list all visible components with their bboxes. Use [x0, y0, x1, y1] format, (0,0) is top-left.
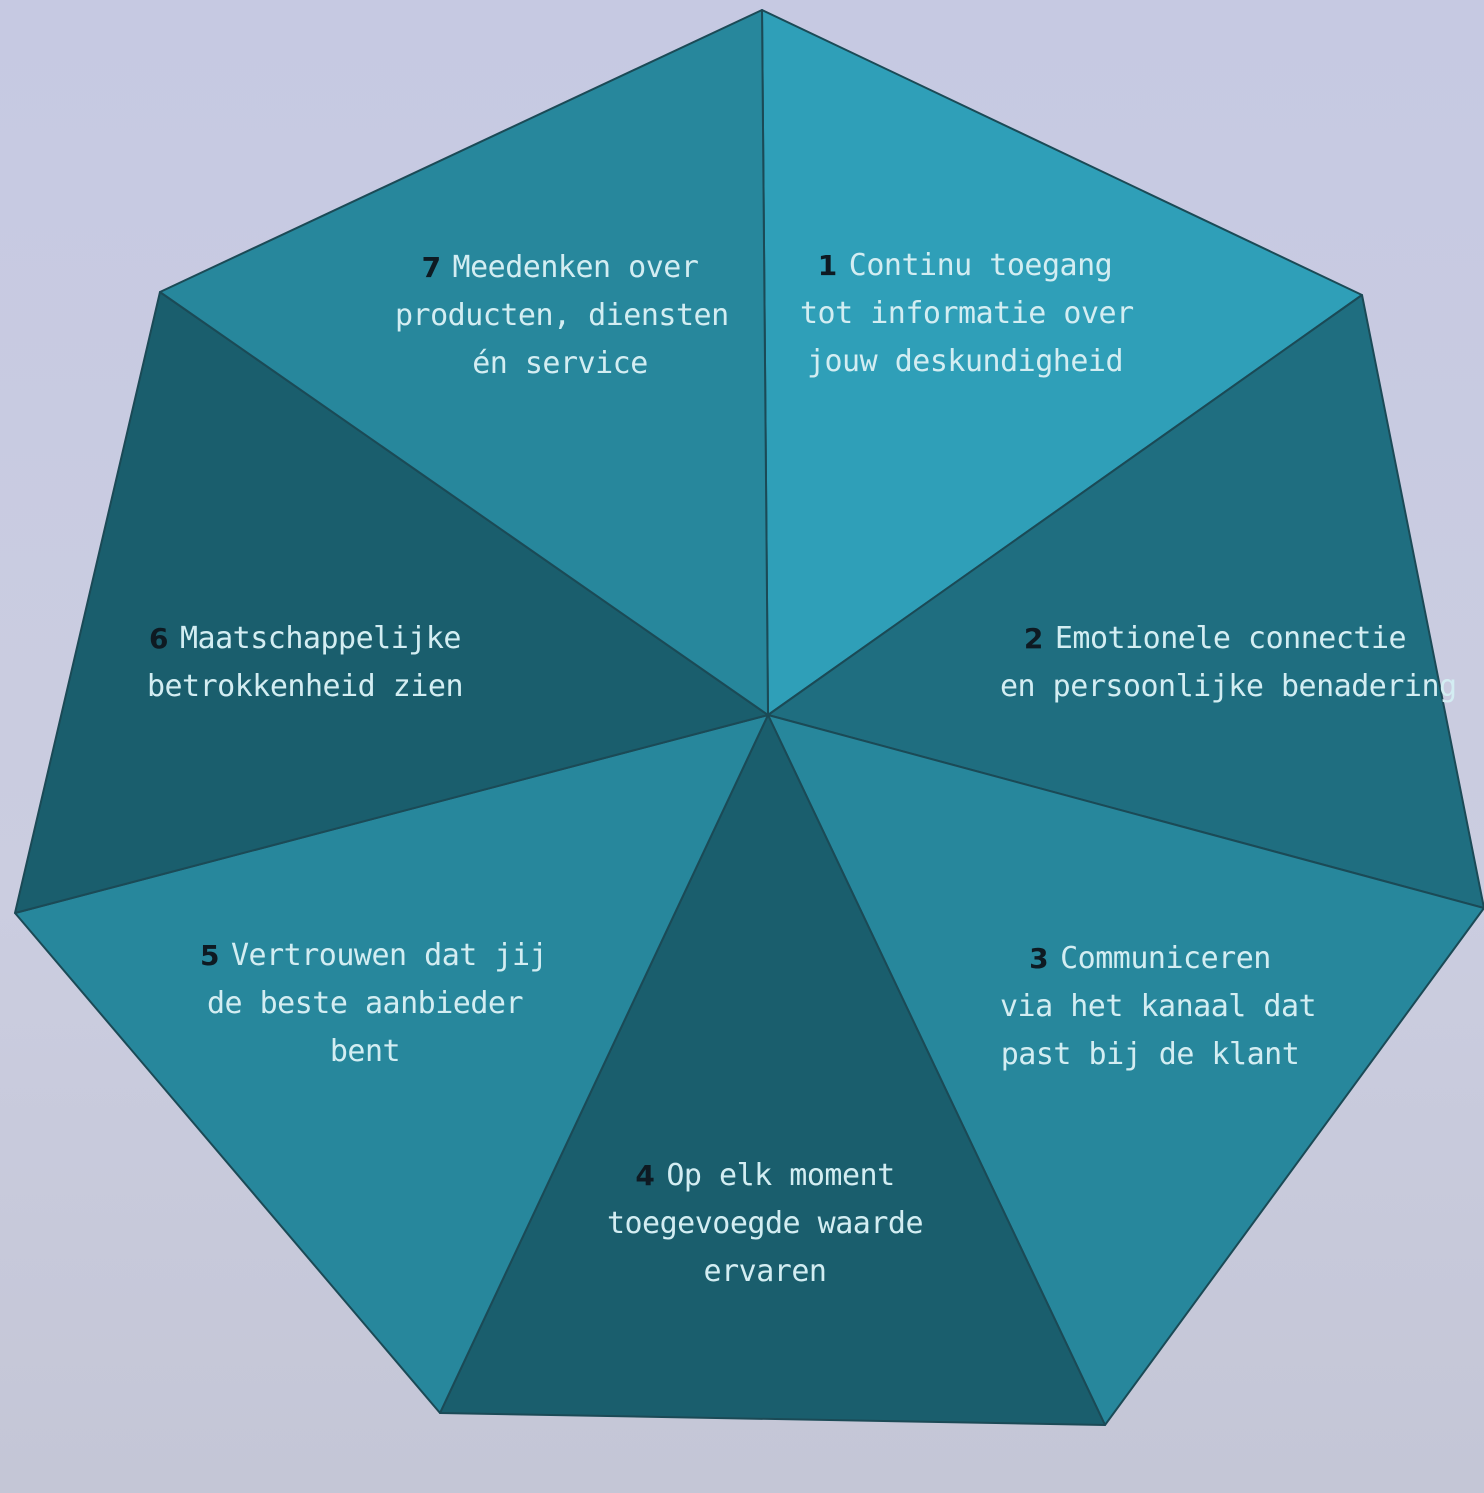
segment-label-3-line-2: via het kanaal dat: [1000, 989, 1317, 1024]
segment-label-1-line-3: jouw deskundigheid: [806, 344, 1124, 379]
heptagon-segments: [14, 9, 1484, 1426]
segment-7: [159, 9, 769, 716]
segment-label-7-line-3: én service: [472, 346, 648, 381]
segment-label-4-line-3: ervaren: [703, 1254, 827, 1289]
segment-label-2-line-2: en persoonlijke benadering: [1000, 669, 1457, 704]
segment-number-5: 5: [200, 939, 219, 972]
segment-number-4: 4: [635, 1159, 655, 1192]
segment-number-6: 6: [149, 622, 168, 655]
segment-number-3: 3: [1029, 942, 1049, 975]
segment-number-2: 2: [1023, 622, 1043, 655]
segment-label-5-line-2: de beste aanbieder: [206, 986, 524, 1021]
segment-label-5-line-3: bent: [329, 1034, 401, 1069]
segment-number-1: 1: [817, 249, 837, 282]
segment-label-7-line-2: producten, diensten: [395, 298, 729, 333]
segment-label-1-line-2: tot informatie over: [800, 296, 1134, 331]
segment-label-4-line-2: toegevoegde waarde: [606, 1206, 924, 1241]
segment-label-3-line-3: past bij de klant: [1000, 1037, 1300, 1072]
segment-label-6-line-2: betrokkenheid zien: [146, 669, 464, 704]
segment-number-7: 7: [421, 251, 441, 284]
